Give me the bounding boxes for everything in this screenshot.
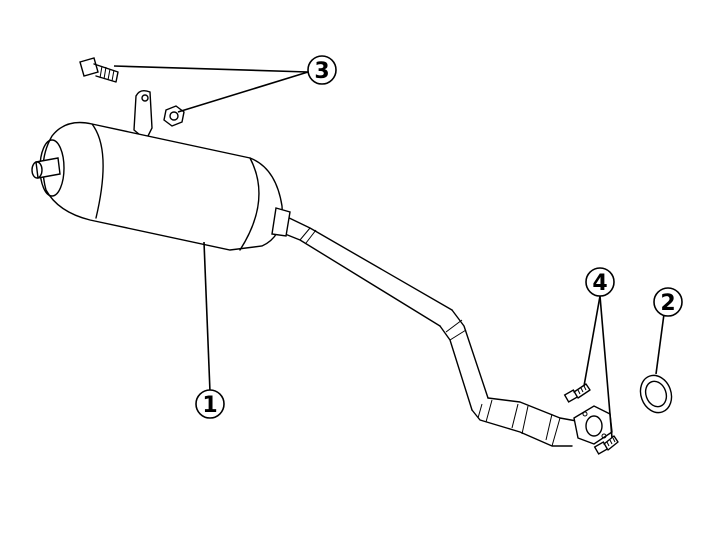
- leader-4a: [583, 295, 601, 387]
- leader-lines: [113, 65, 665, 439]
- muffler: [31, 89, 291, 251]
- callout-4: 4: [585, 267, 615, 297]
- gasket: [639, 374, 673, 414]
- exhaust-pipe: [279, 214, 583, 447]
- muffler-nut: [163, 105, 185, 127]
- callout-4-label: 4: [592, 271, 607, 296]
- callout-3-label: 3: [314, 59, 329, 84]
- pipe-flange: [573, 405, 613, 445]
- callout-1-label: 1: [202, 393, 217, 418]
- callout-1: 1: [195, 389, 225, 419]
- flange-bolt-upper: [563, 383, 591, 403]
- leader-3a: [113, 65, 309, 73]
- callout-2-label: 2: [660, 291, 675, 316]
- flange-bolt-lower: [593, 435, 619, 455]
- leader-3b: [177, 71, 309, 113]
- leader-1: [203, 241, 211, 393]
- leader-4b: [599, 295, 613, 439]
- leader-2: [655, 313, 665, 375]
- callout-3: 3: [307, 55, 337, 85]
- callout-2: 2: [653, 287, 683, 317]
- muffler-bolt: [79, 57, 119, 83]
